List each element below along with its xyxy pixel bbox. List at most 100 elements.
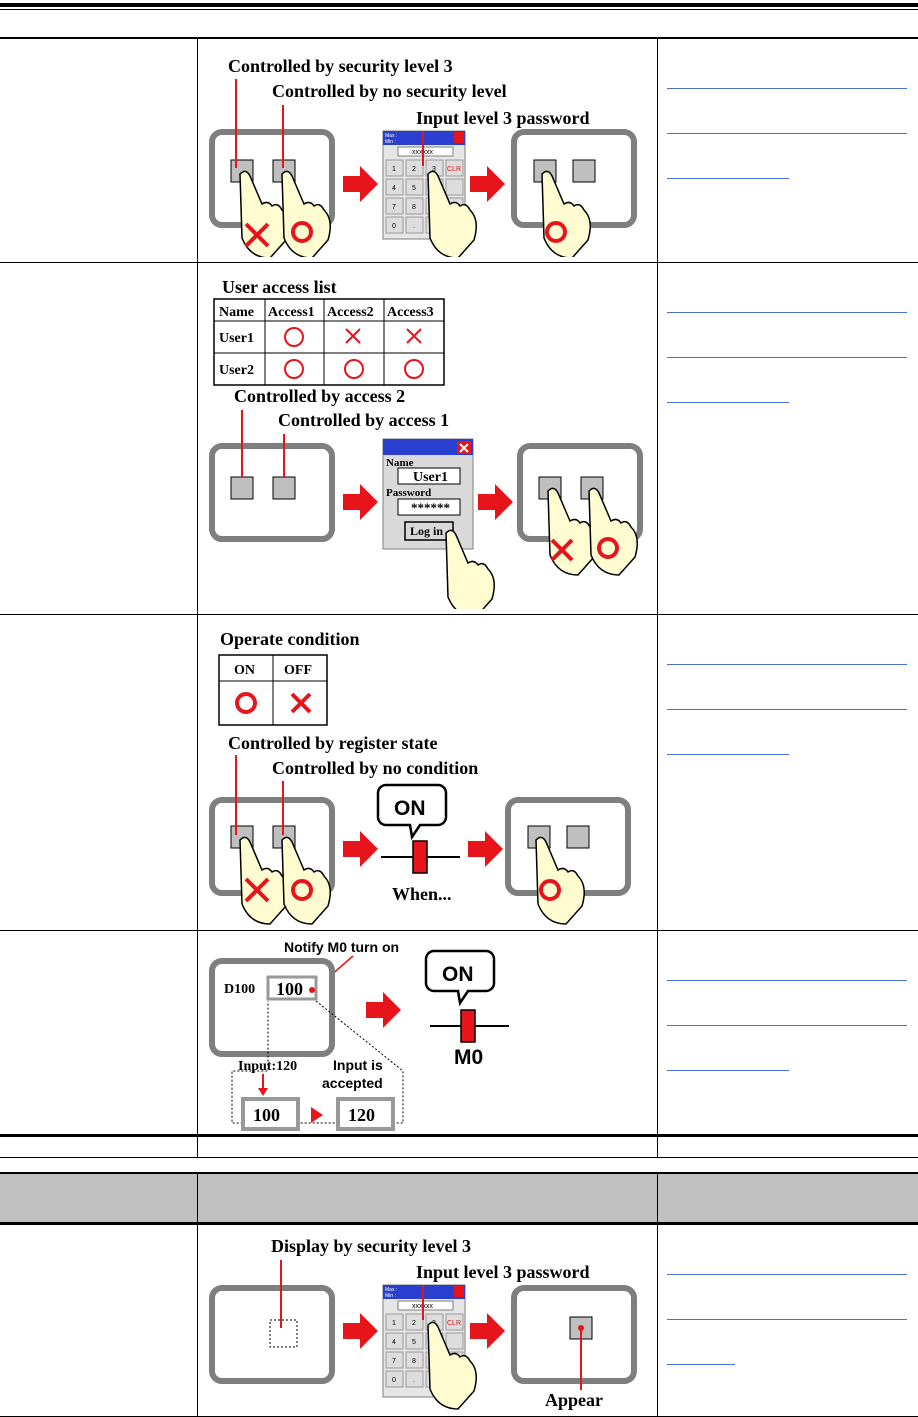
bubble-text: ON <box>442 963 474 986</box>
button-icon <box>572 159 596 183</box>
notify-illustration: Notify M0 turn on D100 100 Input:120 Inp… <box>209 939 509 1131</box>
svg-text:7: 7 <box>392 204 396 211</box>
old-value: 100 <box>253 1105 280 1125</box>
features-table: Controlled by security level 3 Controlle… <box>0 37 918 1158</box>
label-input-password: Input level 3 password <box>416 1262 590 1282</box>
svg-text:Min :: Min : <box>385 1293 396 1299</box>
feature-name-cell <box>0 1223 198 1417</box>
arrow-right-icon <box>470 1313 505 1349</box>
svg-text:4: 4 <box>392 1339 396 1346</box>
button-icon <box>230 476 254 500</box>
cross-icon <box>244 877 270 903</box>
svg-text:8: 8 <box>412 204 416 211</box>
arrow-right-icon <box>343 166 378 202</box>
arrow-right-icon <box>468 831 503 867</box>
arrow-right-icon <box>470 166 505 202</box>
svg-text:Access1: Access1 <box>268 305 315 320</box>
link-cell <box>657 930 918 1158</box>
table-row: User access list Name Access1 Access2 Ac… <box>0 262 918 618</box>
illustration-cell: Notify M0 turn on D100 100 Input:120 Inp… <box>197 930 658 1158</box>
feature-name-cell <box>0 262 198 615</box>
new-value: 120 <box>348 1105 375 1125</box>
hand-icon <box>427 1321 477 1410</box>
svg-text:4: 4 <box>392 185 396 192</box>
svg-text:0: 0 <box>392 1377 396 1384</box>
svg-text:User1: User1 <box>219 331 254 346</box>
label-display-security: Display by security level 3 <box>271 1236 471 1256</box>
svg-text:Name: Name <box>386 457 414 469</box>
cross-icon <box>290 692 312 714</box>
old-value-box <box>241 1097 300 1131</box>
link-cell <box>657 38 918 263</box>
bit-label: M0 <box>454 1046 483 1069</box>
button-icon <box>272 476 296 500</box>
bubble-text: ON <box>394 797 426 820</box>
arrow-right-icon <box>366 992 401 1028</box>
label-operate-condition: Operate condition <box>220 629 360 649</box>
operate-condition-illustration: Operate condition ON OFF Controlled by r… <box>209 629 631 925</box>
table-end-rule <box>0 1134 918 1137</box>
arrow-right-icon <box>311 1107 323 1123</box>
svg-text:ON: ON <box>234 663 255 678</box>
svg-text:2: 2 <box>412 1320 416 1327</box>
register-label: D100 <box>224 982 255 997</box>
register-bit-icon <box>412 840 428 874</box>
circle-icon <box>545 221 567 243</box>
svg-text:User1: User1 <box>413 470 448 485</box>
label-no-security: Controlled by no security level <box>272 81 507 101</box>
svg-text:Max :: Max : <box>385 1287 397 1293</box>
feature-name-cell <box>0 614 198 931</box>
svg-text:0: 0 <box>392 223 396 230</box>
link-cell <box>657 262 918 615</box>
illustration-cell: Operate condition ON OFF Controlled by r… <box>197 614 658 931</box>
circle-icon <box>291 221 313 243</box>
label-security-level: Controlled by security level 3 <box>228 56 453 76</box>
page-header-rule <box>0 0 918 12</box>
arrow-right-icon <box>478 484 513 520</box>
label-appear: Appear <box>545 1390 603 1410</box>
hmi-panel <box>209 958 335 1057</box>
svg-text:8: 8 <box>412 1358 416 1365</box>
circle-icon <box>344 359 364 379</box>
table-row: Notify M0 turn on D100 100 Input:120 Inp… <box>0 930 918 1158</box>
display-security-illustration: Display by security level 3 Input level … <box>209 1236 637 1410</box>
close-icon <box>459 443 469 453</box>
label-access-2: Controlled by access 2 <box>234 386 405 406</box>
cross-icon <box>406 328 422 344</box>
svg-text:User2: User2 <box>219 363 254 378</box>
cross-icon <box>550 538 574 562</box>
circle-icon <box>284 327 304 347</box>
table-row: Controlled by security level 3 Controlle… <box>0 38 918 263</box>
input-label: Input:120 <box>238 1059 297 1074</box>
svg-text:5: 5 <box>412 1339 416 1346</box>
arrow-right-icon <box>343 831 378 867</box>
hmi-panel <box>209 1285 335 1384</box>
label-no-condition: Controlled by no condition <box>272 758 478 778</box>
cross-icon <box>345 328 361 344</box>
accepted-label-1: Input is <box>333 1057 383 1073</box>
svg-text:Access2: Access2 <box>327 305 374 320</box>
svg-text:.: . <box>413 223 415 230</box>
numeric-input <box>266 975 318 1001</box>
svg-text:3: 3 <box>432 166 436 173</box>
svg-text:1: 1 <box>392 1320 396 1327</box>
svg-text:Min :: Min : <box>385 139 396 145</box>
label-register-state: Controlled by register state <box>228 733 437 753</box>
circle-icon <box>404 359 424 379</box>
hmi-panel <box>209 443 335 542</box>
cross-icon <box>244 222 270 248</box>
security-level-illustration: Controlled by security level 3 Controlle… <box>209 56 637 259</box>
svg-text:.: . <box>413 1377 415 1384</box>
arrow-right-icon <box>343 1313 378 1349</box>
svg-text:5: 5 <box>412 185 416 192</box>
svg-text:******: ****** <box>411 500 450 515</box>
circle-icon <box>597 537 619 559</box>
label-notify: Notify M0 turn on <box>284 939 399 955</box>
numeric-value: 100 <box>276 979 303 999</box>
svg-text:Access3: Access3 <box>387 305 434 320</box>
svg-text:2: 2 <box>412 166 416 173</box>
circle-icon <box>284 359 304 379</box>
svg-text:Max :: Max : <box>385 133 397 139</box>
circle-icon <box>291 879 313 901</box>
table-row: Display by security level 3 Input level … <box>0 1223 918 1417</box>
